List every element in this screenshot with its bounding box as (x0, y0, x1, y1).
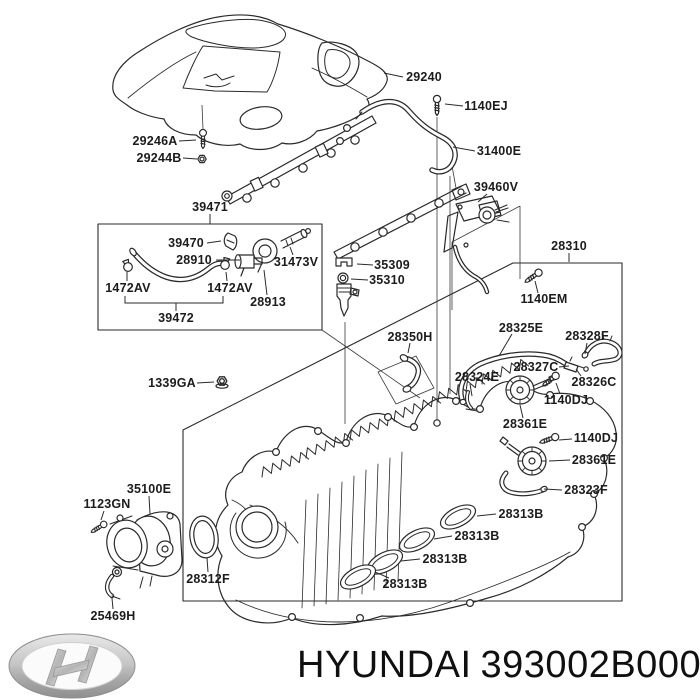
intake-manifold-drawing (214, 357, 617, 626)
group-box-39471 (97, 223, 323, 331)
construction-lines (321, 117, 521, 424)
valve-28913-drawing (252, 238, 278, 273)
nut-1339GA-icon (215, 376, 229, 389)
vapor-hose-39472-drawing (129, 247, 227, 283)
throttle-body-drawing (106, 511, 183, 589)
bolt-1140EJ-icon (432, 94, 442, 117)
bolt-1140DJ-lower-icon (537, 431, 561, 447)
o-ring-35310-drawing (337, 272, 349, 284)
cap-39470-drawing (223, 232, 238, 251)
part-number-text: 393002B000 (480, 644, 700, 686)
gasket-28313B-2 (395, 522, 439, 558)
hose-clamp-1472AV-right-icon (219, 256, 232, 271)
solenoid-valve-39460V-drawing (443, 195, 510, 295)
hose-clamp-1472AV-left-icon (120, 258, 135, 274)
brand-text: HYUNDAI (297, 644, 472, 686)
pcv-valve-28910-drawing (234, 254, 263, 277)
cover-bolt-icon (199, 128, 207, 150)
fuel-pipe-31400E-drawing (355, 98, 458, 175)
sensor-25469H-drawing (104, 566, 123, 600)
engine-cover-drawing (112, 14, 388, 151)
gasket-28312F-drawing (189, 515, 219, 559)
injector-clip-35309-drawing (335, 257, 353, 267)
fuel-rail-drawing (221, 115, 471, 260)
bolt-1140EM-icon (522, 267, 545, 286)
fuel-injector-drawing (336, 283, 360, 317)
fitting-28327C-28326C-drawing (563, 356, 589, 373)
actuator-28361E-lower-drawing (499, 436, 547, 476)
pipe-28324E-drawing (465, 390, 478, 412)
hose-28350H-drawing (377, 354, 435, 405)
hose-28323F-drawing (499, 470, 548, 497)
hose-28328F-drawing (581, 333, 623, 367)
group-box-28310 (182, 262, 623, 602)
leader-lines (100, 72, 588, 610)
gasket-28313B-1 (436, 499, 480, 535)
stud-1123GN-icon (88, 519, 109, 536)
nipple-31473V-drawing (280, 228, 312, 249)
hyundai-logo-icon (8, 633, 136, 699)
cover-nut-icon (197, 154, 207, 164)
